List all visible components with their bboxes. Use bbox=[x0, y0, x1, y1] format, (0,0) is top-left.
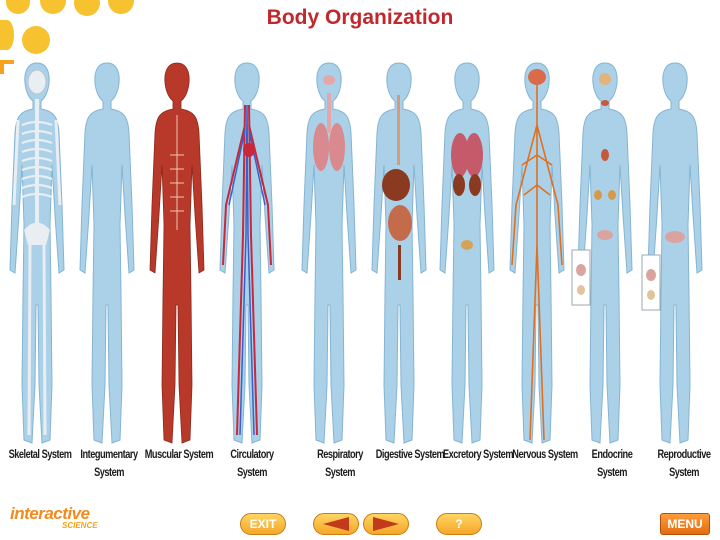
lungs-figure-drawing bbox=[301, 62, 357, 444]
muscle-figure-drawing bbox=[149, 62, 205, 444]
muscle-figure[interactable] bbox=[142, 55, 212, 450]
system-label-line: Nervous System bbox=[512, 449, 578, 461]
digestive-figure[interactable] bbox=[364, 55, 434, 450]
brand-logo-sub: SCIENCE bbox=[62, 521, 98, 530]
decorative-dot bbox=[6, 0, 30, 14]
system-label: Nervous System bbox=[509, 446, 581, 464]
decorative-dot bbox=[40, 0, 66, 14]
system-label: Digestive System bbox=[374, 446, 446, 464]
system-label: Muscular System bbox=[143, 446, 215, 464]
glands-figure[interactable] bbox=[570, 55, 640, 450]
system-label-line: System bbox=[94, 467, 124, 480]
system-label-line: Integumentary bbox=[80, 449, 138, 461]
help-button-label: ? bbox=[455, 517, 463, 531]
skin-figure[interactable] bbox=[72, 55, 142, 450]
decorative-dot bbox=[74, 0, 100, 16]
decorative-dot bbox=[22, 26, 50, 54]
system-label-line: Muscular System bbox=[144, 449, 214, 461]
system-label: Reproductive System bbox=[648, 446, 720, 483]
system-label-line: Digestive System bbox=[375, 449, 445, 461]
kidney-figure[interactable] bbox=[432, 55, 502, 450]
exit-button-label: EXIT bbox=[249, 517, 277, 531]
system-label-line: System bbox=[237, 467, 267, 480]
footer-bar bbox=[0, 500, 720, 540]
brand-logo-main: interactive bbox=[10, 504, 90, 523]
decorative-dot bbox=[0, 20, 14, 50]
arrow-right-icon bbox=[373, 517, 399, 531]
system-label: Endocrine System bbox=[576, 446, 648, 483]
system-label-line: Skeletal System bbox=[8, 449, 72, 461]
vessels-figure[interactable] bbox=[212, 55, 282, 450]
next-button[interactable] bbox=[363, 513, 409, 535]
system-label: Skeletal System bbox=[4, 446, 76, 464]
help-button[interactable]: ? bbox=[436, 513, 482, 535]
previous-button[interactable] bbox=[313, 513, 359, 535]
system-label: Respiratory System bbox=[304, 446, 376, 483]
page-title: Body Organization bbox=[266, 6, 454, 29]
body-systems-figures bbox=[0, 55, 720, 450]
decorative-dot bbox=[108, 0, 134, 14]
menu-button-label: MENU bbox=[667, 517, 703, 531]
lungs-figure[interactable] bbox=[294, 55, 364, 450]
glands-figure-drawing bbox=[571, 62, 633, 444]
exit-button[interactable]: EXIT bbox=[240, 513, 286, 535]
skeleton-figure[interactable] bbox=[2, 55, 72, 450]
digestive-figure-drawing bbox=[371, 62, 427, 444]
system-label-line: Excretory System bbox=[442, 449, 514, 461]
skin-figure-drawing bbox=[79, 62, 135, 444]
system-label-line: Endocrine System bbox=[591, 449, 633, 480]
brand-logo: interactive SCIENCE bbox=[10, 504, 98, 529]
nerves-figure[interactable] bbox=[502, 55, 572, 450]
reproductive-figure-drawing bbox=[641, 62, 703, 444]
skeleton-figure-drawing bbox=[9, 62, 65, 444]
vessels-figure-drawing bbox=[219, 62, 275, 444]
arrow-left-icon bbox=[323, 517, 349, 531]
reproductive-figure[interactable] bbox=[640, 55, 710, 450]
menu-button[interactable]: MENU bbox=[660, 513, 710, 535]
system-label-line: Circulatory bbox=[230, 449, 274, 461]
nerves-figure-drawing bbox=[509, 62, 565, 444]
system-label-line: Respiratory System bbox=[317, 449, 363, 480]
system-label-line: Reproductive System bbox=[657, 449, 711, 480]
system-label: Excretory System bbox=[442, 446, 514, 464]
frame-corner bbox=[0, 60, 14, 74]
kidney-figure-drawing bbox=[439, 62, 495, 444]
